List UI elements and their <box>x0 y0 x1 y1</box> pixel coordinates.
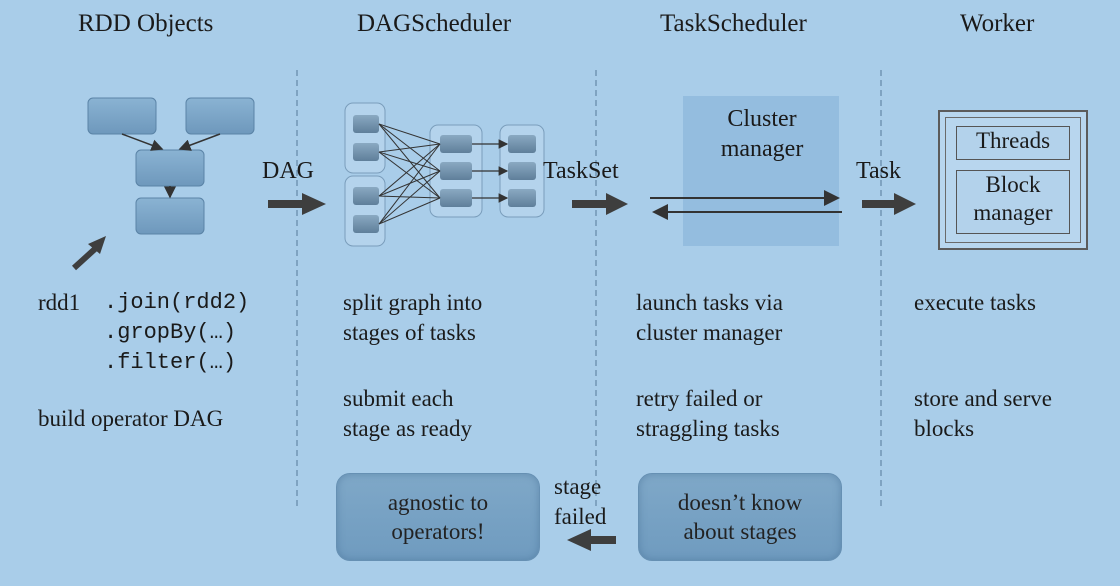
cluster-manager-label-1: Cluster <box>727 106 797 132</box>
rdd-code-line-3: .filter(…) <box>104 350 237 375</box>
dag-arrow-label: DAG <box>262 158 314 184</box>
stage-failed-label-2: failed <box>554 504 607 529</box>
rdd-node-3 <box>135 149 205 187</box>
rdd-pointer-arrow-head <box>88 236 106 254</box>
rdd-pointer-arrow-shaft <box>71 245 99 271</box>
worker-desc-2-line-2: blocks <box>914 416 975 441</box>
task-desc-2-line-2: straggling tasks <box>636 416 780 441</box>
rdd-code-line-1: .join(rdd2) <box>104 290 250 315</box>
header-worker: Worker <box>960 10 1035 37</box>
stage-failed-arrow-shaft <box>590 536 616 544</box>
worker-box: Threads Block manager <box>938 110 1088 250</box>
dag-desc-1-line-2: stages of tasks <box>343 320 476 345</box>
dag-arrow-head <box>302 193 326 215</box>
task-desc-1-line-2: cluster manager <box>636 320 783 345</box>
header-rdd-objects: RDD Objects <box>78 10 214 37</box>
header-taskscheduler: TaskScheduler <box>660 10 807 37</box>
taskset-arrow-head <box>606 193 628 215</box>
worker-desc-2-line-1: store and serve <box>914 386 1052 411</box>
separator-2 <box>595 70 597 506</box>
task-arrow-head <box>894 193 916 215</box>
task-desc-1-line-1: launch tasks via <box>636 290 783 315</box>
header-dagscheduler: DAGScheduler <box>357 10 512 37</box>
rdd-code-line-2: .gropBy(…) <box>104 320 237 345</box>
stage-failed-label-1: stage <box>554 474 602 499</box>
taskset-arrow-label: TaskSet <box>543 158 619 184</box>
block-manager-label-1: Block <box>985 172 1041 197</box>
dag-desc-2-line-2: stage as ready <box>343 416 472 441</box>
taskset-arrow-shaft <box>572 200 608 208</box>
block-manager-box: Block manager <box>956 170 1070 234</box>
task-arrow-label: Task <box>856 158 901 184</box>
task-note-pill: doesn’t know about stages <box>638 473 842 561</box>
rdd-node-1 <box>87 97 157 135</box>
task-desc-2-line-1: retry failed or <box>636 386 763 411</box>
dag-note-text: agnostic to operators! <box>387 490 489 544</box>
dag-arrow-shaft <box>268 200 304 208</box>
worker-desc-1: execute tasks <box>914 290 1036 315</box>
rdd-operator-graph <box>87 97 255 235</box>
cluster-manager-label-2: manager <box>720 136 804 162</box>
dag-note-pill: agnostic to operators! <box>336 473 540 561</box>
stage-failed-arrow-head <box>567 529 591 551</box>
separator-1 <box>296 70 298 506</box>
dag-desc-1-line-1: split graph into <box>343 290 483 315</box>
task-note-text: doesn’t know about stages <box>677 490 803 544</box>
block-manager-label-2: manager <box>973 200 1053 225</box>
dag-stages <box>344 102 545 247</box>
task-arrow-shaft <box>862 200 896 208</box>
threads-box: Threads <box>956 126 1070 160</box>
separator-3 <box>880 70 882 506</box>
rdd-node-2 <box>185 97 255 135</box>
cluster-manager-box <box>683 96 839 246</box>
rdd-code-prefix: rdd1 <box>38 290 81 315</box>
dag-desc-2-line-1: submit each <box>343 386 454 411</box>
rdd-description: build operator DAG <box>38 406 224 431</box>
rdd-node-4 <box>135 197 205 235</box>
